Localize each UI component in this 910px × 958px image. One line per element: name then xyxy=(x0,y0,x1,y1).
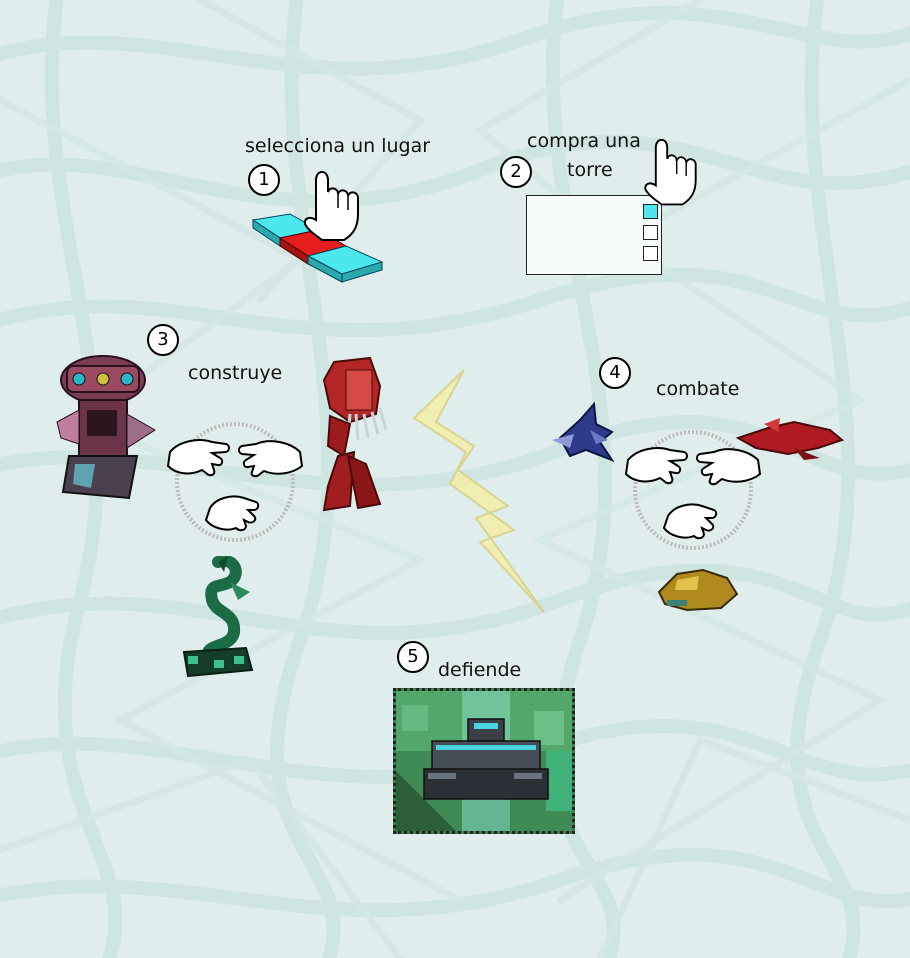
shop-slot-2[interactable] xyxy=(643,225,658,240)
shop-slot-1-selected[interactable] xyxy=(643,204,658,219)
lightning-bolt-icon xyxy=(412,369,545,613)
gold-ship-enemy-model xyxy=(657,568,739,612)
pointing-hand-icon xyxy=(644,138,697,206)
step-3-number: 3 xyxy=(147,324,179,356)
tank-tower-model xyxy=(423,718,549,800)
open-hands-circle-icon xyxy=(624,430,762,550)
step-4-label: combate xyxy=(656,378,740,400)
defend-gameplay-screenshot[interactable] xyxy=(393,688,575,834)
step-1-number: 1 xyxy=(248,164,280,196)
red-claw-tower-model xyxy=(322,356,388,512)
step-1-label: selecciona un lugar xyxy=(245,135,431,157)
green-serpent-tower-model xyxy=(182,556,254,678)
blue-ship-enemy-model xyxy=(552,401,615,463)
shop-slot-3[interactable] xyxy=(643,246,658,261)
step-2-label-line1: compra una xyxy=(527,130,641,152)
step-3-label: construye xyxy=(188,362,283,384)
pointing-hand-icon xyxy=(303,170,359,241)
step-2-number: 2 xyxy=(500,156,532,188)
tower-shop-panel[interactable] xyxy=(526,195,662,275)
open-hands-circle-icon xyxy=(166,422,304,542)
step-5-number: 5 xyxy=(397,641,429,673)
step-2-label-line2: torre xyxy=(567,159,613,181)
step-4-number: 4 xyxy=(599,357,631,389)
gameplay-scene xyxy=(396,691,572,831)
tile-selection-illustration[interactable] xyxy=(250,200,385,295)
red-ship-enemy-model xyxy=(735,418,845,460)
step-5-label: defiende xyxy=(438,659,522,681)
robot-tower-model xyxy=(56,355,156,500)
